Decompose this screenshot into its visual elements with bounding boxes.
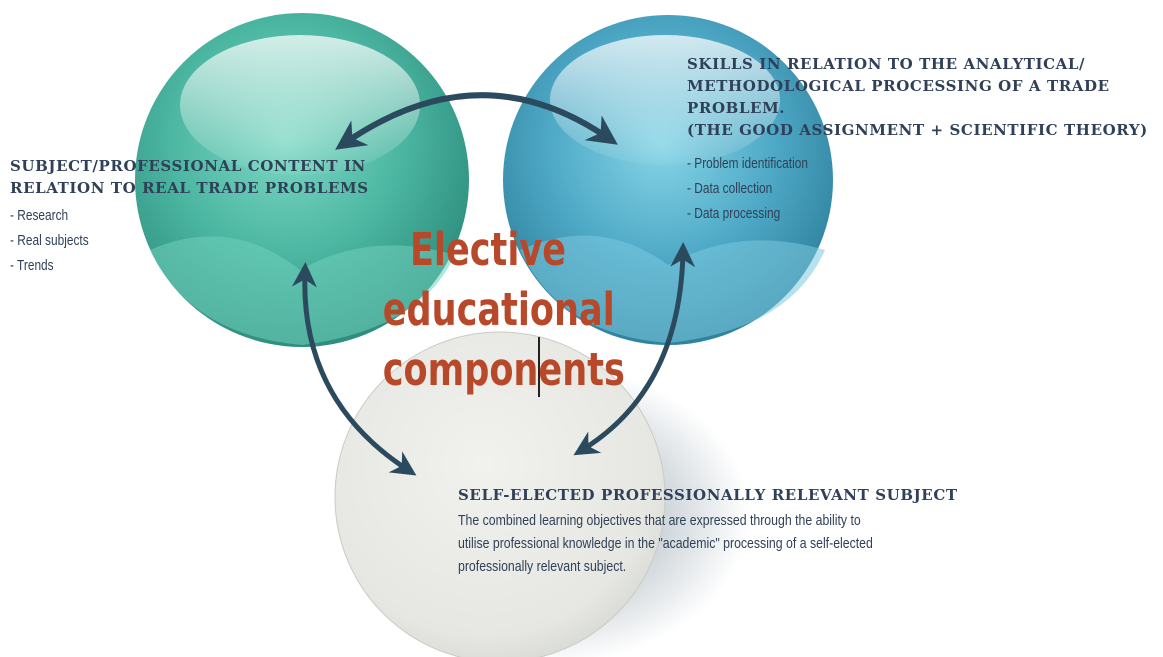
bottom-block-body: The combined learning objectives that ar…	[458, 509, 873, 578]
right-heading-line: SKILLS IN RELATION TO THE ANALYTICAL/	[687, 55, 1086, 73]
center-title-line: Elective	[409, 223, 567, 276]
list-item: - Research	[10, 208, 69, 224]
left-block-list: - Research - Real subjects - Trends	[10, 204, 89, 279]
left-heading-line: RELATION TO REAL TRADE PROBLEMS	[10, 179, 369, 197]
right-heading-line: METHODOLOGICAL PROCESSING OF A TRADE	[687, 77, 1110, 95]
text-cursor	[538, 337, 540, 397]
list-item: - Trends	[10, 258, 54, 274]
list-item: - Real subjects	[10, 233, 89, 249]
body-line: The combined learning objectives that ar…	[458, 512, 861, 529]
left-block-heading: SUBJECT/PROFESSIONAL CONTENT IN RELATION…	[10, 155, 369, 199]
list-item: - Problem identification	[687, 156, 808, 172]
center-title-line: components	[382, 343, 625, 396]
arrow-left	[291, 262, 417, 476]
center-title-line: educational	[382, 283, 615, 336]
bottom-block-heading: SELF-ELECTED PROFESSIONALLY RELEVANT SUB…	[458, 486, 958, 504]
right-heading-line: PROBLEM.	[687, 99, 786, 117]
left-heading-line: SUBJECT/PROFESSIONAL CONTENT IN	[10, 157, 366, 175]
list-item: - Data processing	[687, 206, 781, 222]
center-title: Elective educational components	[382, 220, 625, 400]
list-item: - Data collection	[687, 181, 773, 197]
arrow-top	[335, 92, 618, 150]
arrow-right	[573, 242, 696, 456]
body-line: professionally relevant subject.	[458, 558, 627, 575]
right-block-list: - Problem identification - Data collecti…	[687, 152, 808, 227]
right-block-heading: SKILLS IN RELATION TO THE ANALYTICAL/ ME…	[687, 53, 1148, 141]
body-line: utilise professional knowledge in the "a…	[458, 535, 873, 552]
right-heading-line: (THE GOOD ASSIGNMENT + SCIENTIFIC THEORY…	[687, 121, 1148, 139]
left-sphere-gloss	[180, 35, 420, 175]
